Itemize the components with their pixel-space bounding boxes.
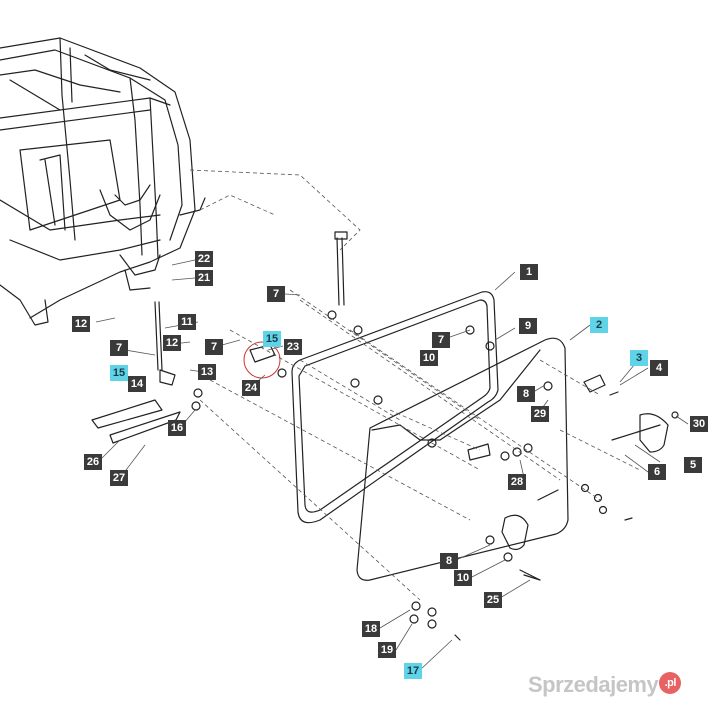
callout-8b[interactable]: 8 [440,553,458,569]
callout-17[interactable]: 17 [404,663,422,679]
callout-23[interactable]: 23 [284,339,302,355]
callout-16[interactable]: 16 [168,420,186,436]
callout-25[interactable]: 25 [484,592,502,608]
rod [154,301,163,371]
gas-strut [334,231,348,306]
callout-28[interactable]: 28 [508,474,526,490]
handle-parts [91,341,669,581]
callout-11[interactable]: 11 [178,314,196,330]
callout-7c[interactable]: 7 [110,340,128,356]
cab-frame [0,37,206,326]
callout-22[interactable]: 22 [195,251,213,267]
watermark-badge: .pl [659,672,682,694]
watermark-text: Sprzedajemy [528,672,659,697]
callout-7a[interactable]: 7 [267,286,285,302]
callout-13[interactable]: 13 [198,364,216,380]
callout-10a[interactable]: 10 [420,350,438,366]
callout-14[interactable]: 14 [128,376,146,392]
callout-15a[interactable]: 15 [263,331,281,347]
callout-9[interactable]: 9 [519,318,537,334]
assembly-lines [189,169,641,601]
callout-19[interactable]: 19 [378,642,396,658]
callout-2[interactable]: 2 [590,317,608,333]
callout-24[interactable]: 24 [242,380,260,396]
callout-30[interactable]: 30 [690,416,708,432]
callout-18[interactable]: 18 [362,621,380,637]
callout-21[interactable]: 21 [195,270,213,286]
callout-7b[interactable]: 7 [432,332,450,348]
callout-5[interactable]: 5 [684,457,702,473]
callout-7d[interactable]: 7 [205,339,223,355]
callout-15b[interactable]: 15 [110,365,128,381]
callout-29[interactable]: 29 [531,406,549,422]
door-glass-panel [356,337,569,581]
callout-6[interactable]: 6 [648,464,666,480]
callout-4[interactable]: 4 [650,360,668,376]
callout-12a[interactable]: 12 [72,316,90,332]
callout-3[interactable]: 3 [630,350,648,366]
callout-10b[interactable]: 10 [454,570,472,586]
glass-seal-frame [291,291,499,524]
callout-27[interactable]: 27 [110,470,128,486]
callout-8a[interactable]: 8 [517,386,535,402]
watermark: Sprzedajemy.pl [528,672,682,698]
fasteners [191,310,679,641]
callout-1[interactable]: 1 [520,264,538,280]
callout-12b[interactable]: 12 [163,335,181,351]
callout-26[interactable]: 26 [84,454,102,470]
